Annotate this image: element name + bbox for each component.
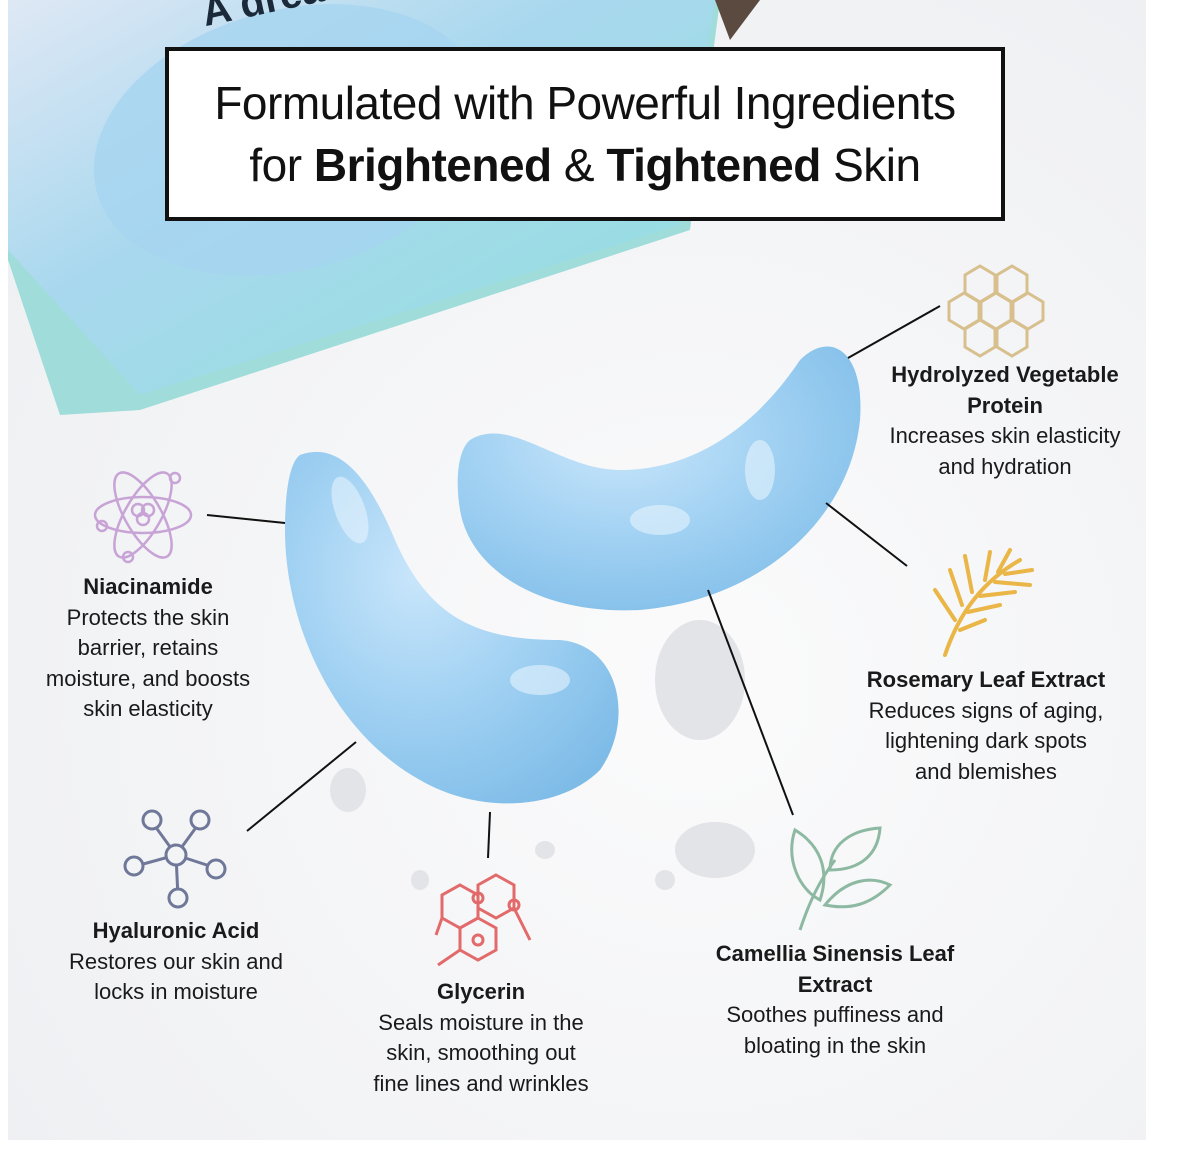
infographic: A dream co Formulated with Powerful Ingr… [8, 0, 1146, 1140]
ingredient-rosemary: Rosemary Leaf Extract Reduces signs of a… [866, 667, 1106, 784]
headline-line-1: Formulated with Powerful Ingredients [214, 77, 956, 129]
gel-droplets [330, 620, 755, 890]
connector-lines [206, 305, 941, 859]
rosemary-icon [933, 548, 1034, 657]
headline-line-2: for Brightened & Tightened Skin [249, 139, 921, 191]
network-icon [123, 809, 227, 909]
leaves-icon [790, 826, 893, 931]
eye-patch-right [457, 346, 861, 611]
headline-box: Formulated with Powerful Ingredients for… [165, 47, 1005, 221]
honeycomb-icon [947, 264, 1045, 358]
molecule-icon [434, 873, 532, 967]
eye-patch-left [285, 451, 619, 804]
atom-icon [93, 471, 193, 564]
